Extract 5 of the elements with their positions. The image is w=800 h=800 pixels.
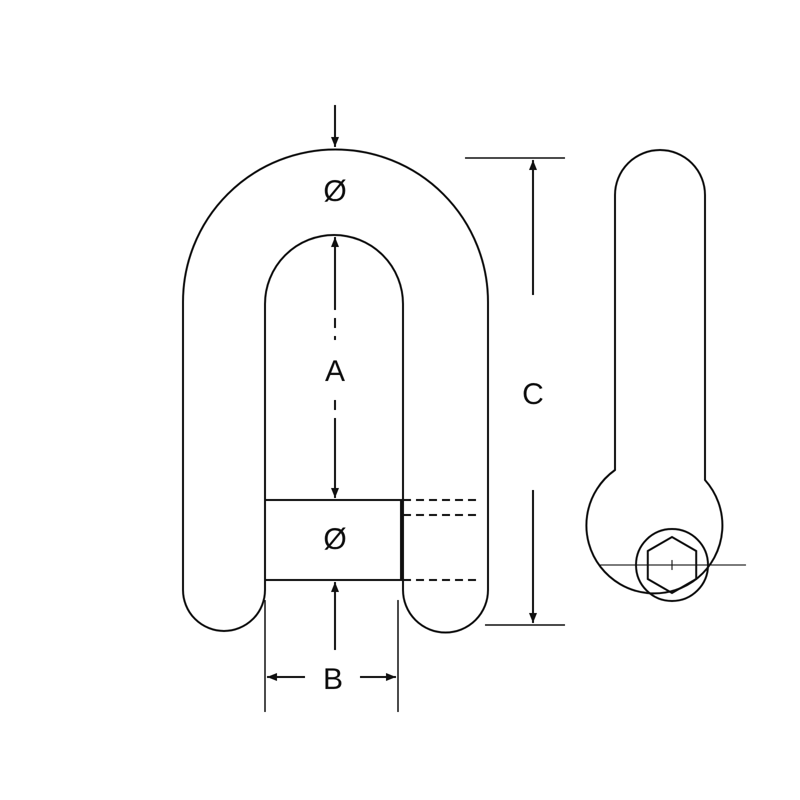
dimension-label: A [325, 357, 345, 387]
dimension-label: C [522, 380, 544, 410]
dimension-label: Ø [323, 177, 347, 207]
dimension-label: Ø [323, 525, 347, 555]
dimension-label: B [323, 665, 343, 695]
